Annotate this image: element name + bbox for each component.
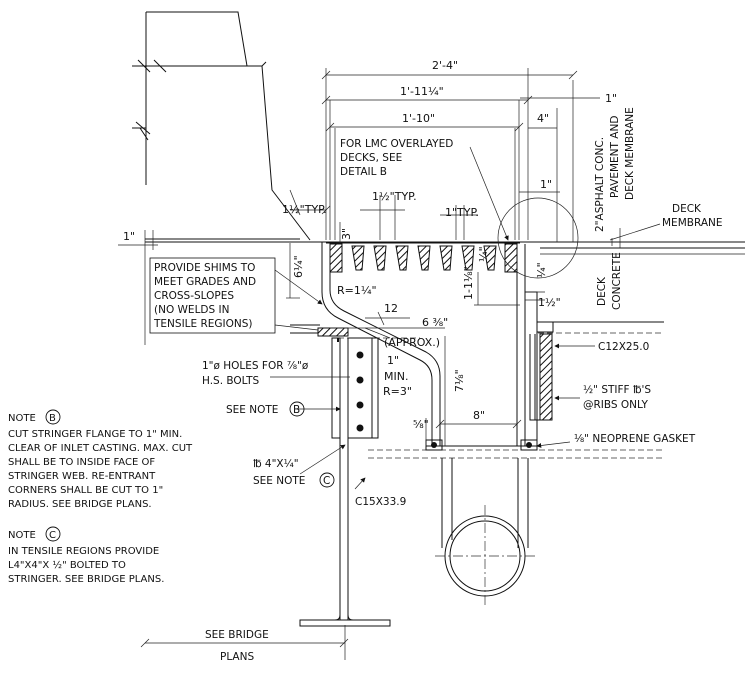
label-holes-2: H.S. BOLTS [202, 375, 259, 387]
dimension-lines [118, 68, 600, 660]
dim-seven-eighths: 7⅛" [453, 369, 466, 392]
dim-min: MIN. [384, 370, 408, 383]
dim-typ-left: 1½"TYP. [282, 203, 327, 216]
label-stiff-2: @RIBS ONLY [583, 399, 648, 411]
parapet-outline [132, 11, 311, 241]
grate-bars [326, 242, 520, 273]
note-c-line-1: IN TENSILE REGIONS PROVIDE [8, 546, 159, 557]
shims-box [149, 257, 276, 334]
note-b-line-2: CLEAR OF INLET CASTING. MAX. CUT [8, 443, 193, 454]
note-c-line-3: STRINGER. SEE BRIDGE PLANS. [8, 574, 164, 585]
note-c-circle [45, 526, 61, 542]
dim-eight-in: 8" [473, 409, 485, 422]
note-c-circle-letter: C [49, 530, 56, 541]
label-plate-2: SEE NOTE [253, 475, 305, 487]
label-lmc-2: DECKS, SEE [340, 152, 402, 164]
stringer [299, 327, 391, 627]
label-gasket: ⅛" NEOPRENE GASKET [574, 433, 696, 445]
note-b-line-4: STRINGER WEB. RE-ENTRANT [8, 471, 156, 482]
dim-quarter-b: ¼" [535, 262, 548, 278]
label-text: FOR LMC OVERLAYED DECKS, SEE DETAIL B PR… [149, 107, 723, 663]
dim-three-in: 3" [340, 228, 353, 240]
dim-radius-top: R=1¼" [337, 284, 377, 297]
label-plate-1: ℔ 4"X¼" [253, 458, 299, 470]
dim-four-in: 4" [537, 112, 549, 125]
dim-radius-three: R=3" [383, 385, 412, 398]
note-b-line-5: CORNERS SHALL BE CUT TO 1" [8, 485, 163, 496]
label-lmc-1: FOR LMC OVERLAYED [340, 138, 453, 150]
dim-approx: (APPROX.) [384, 336, 440, 349]
dim-inner-width-b: 1'-10" [402, 112, 435, 125]
note-b-circle-letter: B [49, 413, 56, 424]
label-deck-concrete-1: DECK [596, 276, 608, 306]
dim-typ-one: 1"TYP. [445, 206, 479, 219]
label-asphalt-3: DECK MEMBRANE [624, 107, 636, 200]
dim-one-min: 1" [387, 354, 399, 367]
label-shims-2: MEET GRADES AND [154, 276, 256, 288]
dim-one-in-right: 1" [605, 92, 617, 105]
label-shims-3: CROSS-SLOPES [154, 290, 234, 302]
note-c-title: NOTE [8, 530, 36, 541]
dim-quarter-a: ¼" [477, 246, 490, 262]
label-see-note-b: SEE NOTE [226, 404, 278, 416]
flange-bolts [425, 439, 540, 451]
circle-b-marker [289, 401, 305, 417]
dim-twelve: 12 [384, 302, 398, 315]
dimension-text: 2'-4" 1'-11¼" 1'-10" 1" 4" 1" 1½"TYP. 1½… [123, 59, 617, 431]
dim-one-half-small: 1½" [538, 296, 561, 309]
detail-circle [497, 197, 579, 279]
label-deck-membrane-2: MEMBRANE [662, 217, 723, 229]
notes: NOTE B CUT STRINGER FLANGE TO 1" MIN. CL… [8, 409, 193, 585]
label-see-bridge-1: SEE BRIDGE [205, 629, 269, 641]
label-deck-concrete-2: CONCRETE [611, 252, 623, 310]
label-asphalt-2: PAVEMENT AND [609, 116, 621, 198]
label-c12: C12X25.0 [598, 341, 649, 353]
label-holes-1: 1"ø HOLES FOR ⅞"ø [202, 360, 309, 372]
note-b-circle [45, 409, 61, 425]
dim-one-one-eighth: 1-1⅛" [462, 266, 475, 300]
label-asphalt-1: 2"ASPHALT CONC. [594, 137, 606, 232]
outlet-pipe [435, 458, 536, 606]
dim-inner-width-a: 1'-11¼" [400, 85, 444, 98]
label-shims-1: PROVIDE SHIMS TO [154, 262, 255, 274]
dim-typ-mid: 1½"TYP. [372, 190, 417, 203]
note-b-line-1: CUT STRINGER FLANGE TO 1" MIN. [8, 429, 182, 440]
note-b-title: NOTE [8, 413, 36, 424]
label-shims-5: TENSILE REGIONS) [153, 318, 253, 330]
note-c-line-2: L4"X4"X ½" BOLTED TO [8, 559, 126, 571]
circle-b-letter: B [293, 404, 300, 416]
dim-one-in-left: 1" [123, 230, 135, 243]
label-c15: C15X33.9 [355, 496, 406, 508]
label-see-bridge-2: PLANS [220, 651, 254, 663]
note-b-line-3: SHALL BE TO INSIDE FACE OF [8, 457, 155, 468]
label-shims-4: (NO WELDS IN [154, 304, 229, 316]
dim-overall-width: 2'-4" [432, 59, 458, 72]
label-lmc-3: DETAIL B [340, 166, 387, 178]
circle-c-letter: C [323, 475, 330, 487]
circle-c-marker [319, 472, 335, 488]
label-deck-membrane-1: DECK [672, 203, 702, 215]
note-b-line-6: RADIUS. SEE BRIDGE PLANS. [8, 499, 152, 510]
c12-channel [529, 321, 554, 421]
deck-lines [145, 238, 745, 459]
label-stiff-1: ½" STIFF ℔'S [583, 384, 651, 396]
dim-one-in-circle: 1" [540, 178, 552, 191]
dim-depth-left: 6¼" [292, 255, 305, 278]
dim-six-three-eighths: 6 ⅜" [422, 316, 448, 329]
dim-five-eighths: ⅝" [413, 418, 429, 431]
